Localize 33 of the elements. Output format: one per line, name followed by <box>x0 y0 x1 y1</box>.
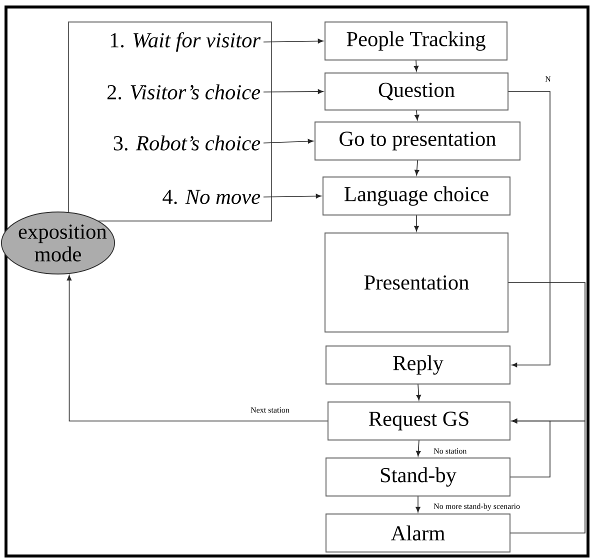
arrow <box>414 160 420 176</box>
arrow <box>414 215 419 232</box>
arrow <box>66 275 328 422</box>
option-panel <box>68 22 272 222</box>
arrow <box>414 110 420 120</box>
edge-label: No more stand-by scenario <box>432 502 522 512</box>
process-box: Question <box>324 72 508 110</box>
option-text: 2. Visitor’s choice <box>107 84 260 100</box>
option-text: 1. Wait for visitor <box>110 32 261 52</box>
process-box: Language choice <box>322 176 510 216</box>
arrow <box>263 138 314 144</box>
process-box: Request GS <box>328 402 510 440</box>
arrow <box>263 38 324 44</box>
option-text: 4. No move <box>162 190 260 204</box>
arrow <box>416 384 421 400</box>
arrow <box>263 89 324 94</box>
edge-label: Next station <box>249 406 291 414</box>
arrow <box>416 496 420 512</box>
process-box: Stand-by <box>326 458 510 496</box>
arrow <box>508 282 586 424</box>
process-box: Presentation <box>324 232 508 332</box>
process-box: Go to presentation <box>314 122 520 160</box>
arrow <box>416 440 421 456</box>
option-text: 3. Robot’s choice <box>114 135 260 151</box>
arrow <box>508 91 550 368</box>
edge-label: No station <box>432 446 468 456</box>
edge-label: N <box>544 75 552 83</box>
arrow <box>414 60 419 72</box>
process-box: People Tracking <box>324 22 508 60</box>
process-box: Alarm <box>326 514 510 552</box>
process-box: Reply <box>326 346 510 384</box>
arrow <box>510 418 586 534</box>
arrow <box>263 194 322 198</box>
